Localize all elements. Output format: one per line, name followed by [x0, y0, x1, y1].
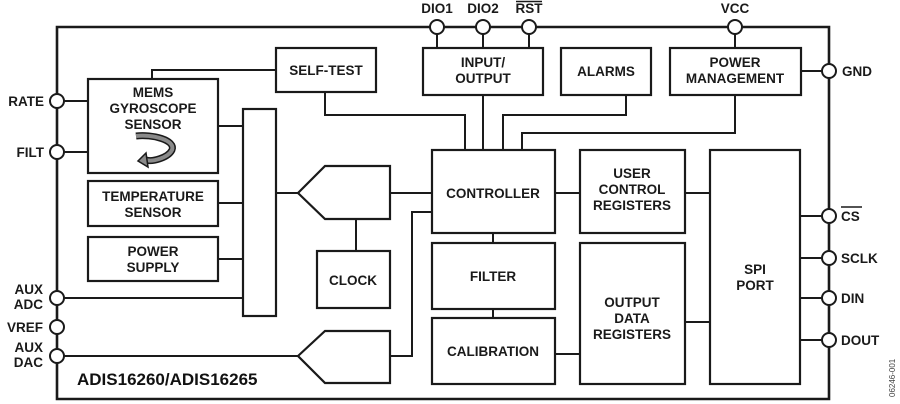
clock-label: CLOCK [329, 273, 377, 288]
pin-gnd: GND [821, 63, 872, 79]
pin-circle [821, 250, 837, 266]
pin-label-2: ADC [14, 297, 43, 312]
pin-label: DIO1 [421, 1, 453, 16]
pin-label: DOUT [841, 333, 880, 348]
user-control-label-3: REGISTERS [593, 198, 671, 213]
self-test-block: SELF-TEST [274, 46, 378, 94]
temperature-label-1: TEMPERATURE [102, 189, 204, 204]
pin-dout: DOUT [821, 332, 880, 348]
pin-label: GND [842, 64, 872, 79]
pin-label-1: AUX [14, 340, 43, 355]
pin-circle [49, 319, 65, 335]
pin-label: DIO2 [467, 1, 499, 16]
pin-circle [49, 290, 65, 306]
mems-label-3: SENSOR [124, 117, 181, 132]
user-control-registers-block: USER CONTROL REGISTERS [578, 148, 687, 235]
spi-port-label-1: SPI [744, 262, 766, 277]
pin-aux-dac: AUX DAC [14, 340, 65, 370]
pin-label: RST [516, 1, 544, 16]
mems-gyroscope-block: MEMS GYROSCOPE SENSOR [86, 77, 220, 175]
input-output-label-1: INPUT/ [461, 55, 506, 70]
controller-block: CONTROLLER [430, 148, 557, 235]
power-supply-label-1: POWER [127, 244, 178, 259]
pin-circle [49, 144, 65, 160]
pin-din: DIN [821, 290, 864, 306]
alarms-label: ALARMS [577, 64, 635, 79]
pin-filt: FILT [17, 144, 65, 160]
pin-label-2: DAC [14, 355, 43, 370]
power-management-label-1: POWER [709, 55, 760, 70]
figure-code: 06246-001 [888, 358, 897, 397]
pin-rst: RST [516, 0, 544, 35]
pin-circle [821, 332, 837, 348]
pin-circle [821, 290, 837, 306]
pin-rate: RATE [8, 93, 65, 109]
pin-aux-adc: AUX ADC [14, 282, 65, 312]
input-output-label-2: OUTPUT [455, 71, 511, 86]
controller-label: CONTROLLER [446, 186, 540, 201]
pin-label: DIN [841, 291, 864, 306]
pin-circle [49, 348, 65, 364]
pin-label-1: AUX [14, 282, 43, 297]
output-data-label-3: REGISTERS [593, 327, 671, 342]
output-data-label-2: DATA [614, 311, 650, 326]
self-test-label: SELF-TEST [289, 63, 363, 78]
pin-label: RATE [8, 94, 44, 109]
spi-port-label-2: PORT [736, 278, 774, 293]
pin-sclk: SCLK [821, 250, 878, 266]
input-output-block: INPUT/ OUTPUT [421, 46, 545, 97]
pin-label: SCLK [841, 251, 878, 266]
output-data-label-1: OUTPUT [604, 295, 660, 310]
pin-circle [475, 19, 491, 35]
rotation-arrow-icon [135, 132, 176, 169]
adc-converter-shape [296, 164, 392, 221]
filter-label: FILTER [470, 269, 516, 284]
pin-circle [521, 19, 537, 35]
power-management-block: POWER MANAGEMENT [668, 46, 803, 97]
pin-cs: CS [821, 206, 862, 224]
pin-dio2: DIO2 [467, 1, 499, 35]
temperature-sensor-block: TEMPERATURE SENSOR [86, 179, 220, 228]
pin-label: VCC [721, 1, 750, 16]
user-control-label-2: CONTROL [599, 182, 666, 197]
pin-circle [727, 19, 743, 35]
spi-port-block: SPI PORT [708, 148, 802, 386]
chip-name: ADIS16260/ADIS16265 [77, 370, 258, 389]
multiplexer-bar [241, 107, 278, 318]
pin-circle [821, 208, 837, 224]
user-control-label-1: USER [613, 166, 651, 181]
temperature-label-2: SENSOR [124, 205, 181, 220]
connection-wires [63, 34, 822, 357]
filter-block: FILTER [430, 241, 557, 311]
pin-label: FILT [17, 145, 45, 160]
power-supply-block: POWER SUPPLY [86, 235, 220, 283]
calibration-block: CALIBRATION [430, 316, 557, 386]
pin-vcc: VCC [721, 1, 750, 35]
pin-circle [429, 19, 445, 35]
calibration-label: CALIBRATION [447, 344, 539, 359]
pin-dio1: DIO1 [421, 1, 453, 35]
pin-label: VREF [7, 320, 43, 335]
pin-circle [49, 93, 65, 109]
mems-label-2: GYROSCOPE [109, 101, 196, 116]
pin-label: CS [841, 209, 860, 224]
output-data-registers-block: OUTPUT DATA REGISTERS [578, 241, 687, 386]
pin-vref: VREF [7, 319, 65, 335]
power-management-label-2: MANAGEMENT [686, 71, 785, 86]
pin-circle [821, 63, 837, 79]
dac-converter-shape [296, 329, 392, 385]
alarms-block: ALARMS [559, 46, 653, 97]
mems-label-1: MEMS [133, 85, 174, 100]
clock-block: CLOCK [315, 249, 392, 310]
power-supply-label-2: SUPPLY [127, 260, 180, 275]
